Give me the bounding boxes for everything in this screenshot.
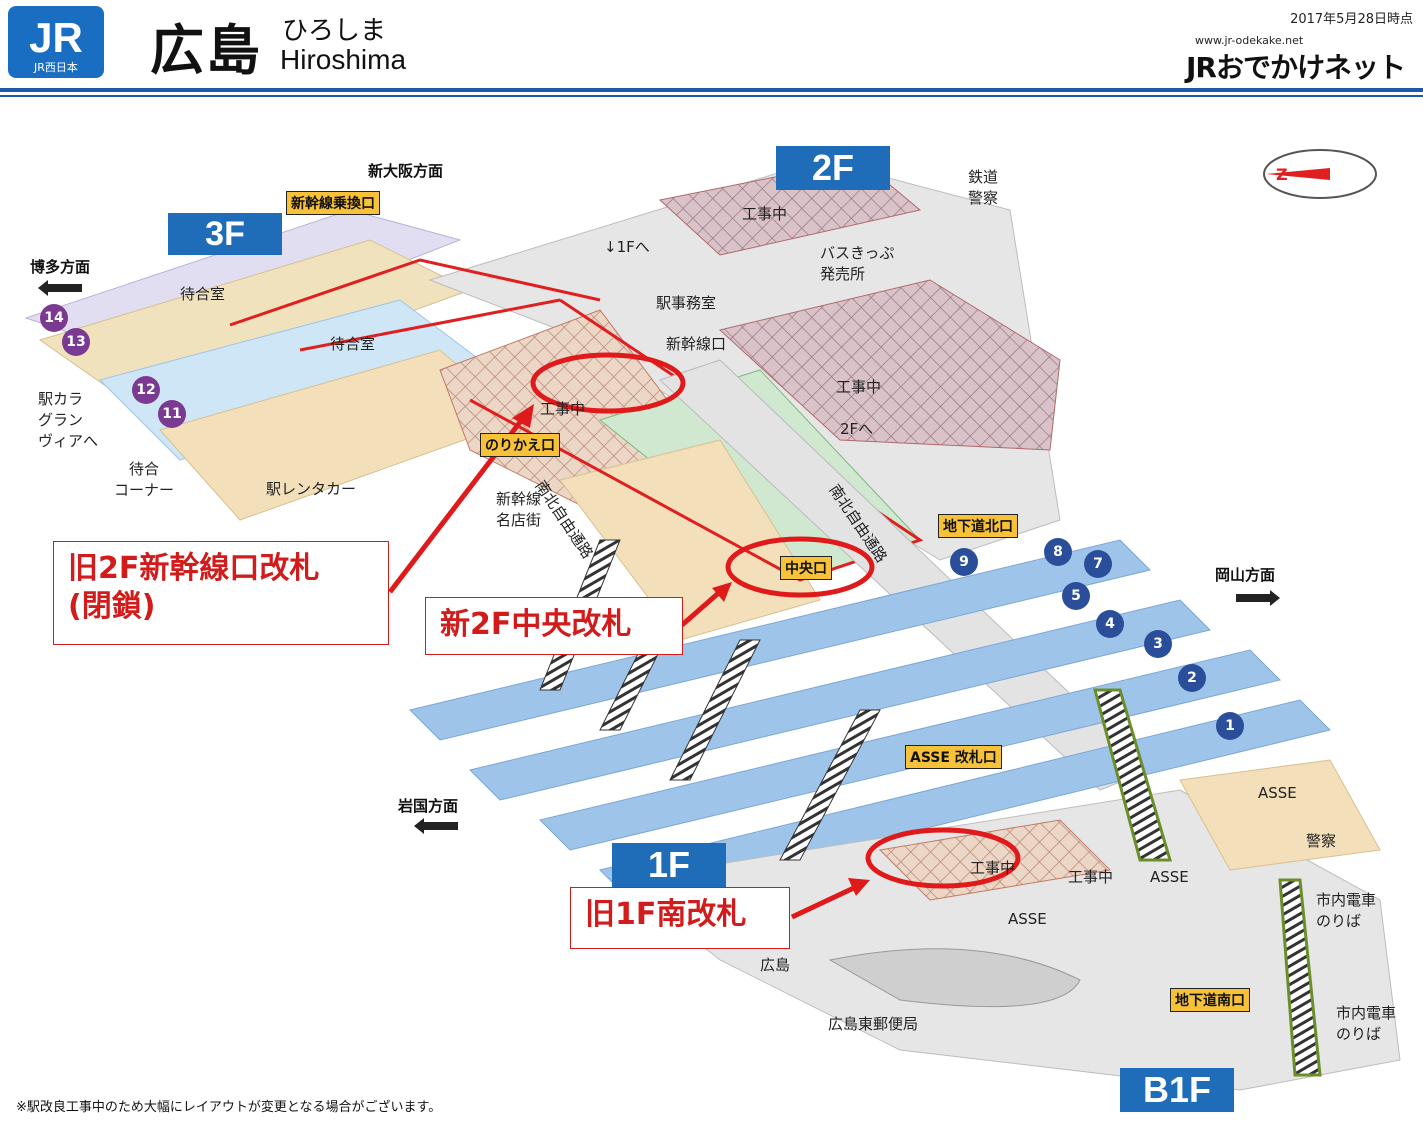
tag-south-underpass: 地下道南口: [1170, 988, 1250, 1012]
east-escalator: [1093, 688, 1173, 862]
south-escalator: [1278, 878, 1322, 1077]
stairs-3: [669, 639, 761, 781]
label-hiroshima: 広島: [760, 956, 791, 974]
station-name-en: Hiroshima: [280, 44, 407, 75]
bus-loop: [828, 948, 1081, 1008]
label-construction-1f: 工事中: [970, 859, 1016, 877]
label-asse-2: ASSE: [1150, 868, 1189, 886]
direction-iwakuni: 岩国方面: [398, 797, 459, 815]
header: JR JR西日本 広島 ひろしま Hiroshima 2017年5月28日時点 …: [0, 0, 1423, 92]
platform-strip-2: [469, 599, 1211, 801]
direction-okayama-arrow: [1236, 590, 1280, 606]
arrow-old-1f: [790, 883, 860, 920]
tag-norikae-gate: のりかえ口: [480, 433, 560, 457]
label-rent-a-car: 駅レンタカー: [266, 480, 357, 498]
asse-block: [1179, 759, 1381, 871]
track-9: 9: [950, 548, 978, 576]
highlight-old-2f-gate: [530, 352, 686, 414]
label-asse-3: ASSE: [1008, 910, 1047, 928]
track-5: 5: [1062, 582, 1090, 610]
floor-badge-b1f: B1F: [1120, 1068, 1234, 1112]
label-to-2f: 2Fへ: [840, 420, 874, 438]
platform-strip-1: [409, 539, 1151, 741]
highlight-old-1f-south: [865, 827, 1021, 889]
track-3: 3: [1144, 630, 1172, 658]
jr-sub-text: JR西日本: [33, 60, 78, 74]
header-rule-thin: [0, 95, 1423, 97]
annotation-new-2f-central: 新2F中央改札: [425, 597, 683, 655]
label-station-office: 駅事務室: [656, 294, 717, 312]
label-waiting-corner: 待合 コーナー: [114, 460, 175, 499]
label-construction-1f-b: 工事中: [1068, 868, 1114, 886]
label-police: 警察: [1306, 832, 1337, 850]
station-name-jp: 広島: [150, 19, 262, 82]
track-12: 12: [132, 376, 160, 404]
label-construction-2f-west: 工事中: [540, 400, 586, 418]
track-4: 4: [1096, 610, 1124, 638]
floor-badge-2f: 2F: [776, 146, 890, 190]
label-bus-ticket: バスきっぷ 発売所: [820, 244, 895, 283]
footnote: ※駅改良工事中のため大幅にレイアウトが変更となる場合がございます。: [16, 1100, 442, 1115]
gate-line-c: [229, 258, 601, 327]
label-karagran: 駅カラ グラン ヴィアへ: [38, 390, 99, 450]
direction-iwakuni-arrow: [414, 818, 458, 834]
track-14: 14: [40, 304, 68, 332]
track-1: 1: [1216, 712, 1244, 740]
highlight-new-2f-central: [725, 536, 875, 598]
label-shinkansen-gate: 新幹線口: [666, 335, 727, 353]
label-construction-north: 工事中: [742, 205, 788, 223]
label-to-1f: ↓1Fへ: [604, 238, 650, 256]
brand-url: www.jr-odekake.net: [1195, 34, 1304, 47]
label-construction-2f-east: 工事中: [836, 378, 882, 396]
label-city-tram-2: 市内電車 のりば: [1336, 1004, 1397, 1043]
direction-hakata: 博多方面: [30, 258, 91, 276]
stairs-4: [779, 709, 881, 861]
track-13: 13: [62, 328, 90, 356]
direction-shin-osaka: 新大阪方面: [368, 162, 444, 180]
header-rule: [0, 88, 1423, 92]
track-11: 11: [158, 400, 186, 428]
compass-needle: [1266, 168, 1330, 180]
brand-logo: JRおでかけネット: [1186, 51, 1406, 84]
tag-central-gate: 中央口: [780, 556, 832, 580]
label-east-post-office: 広島東郵便局: [828, 1015, 919, 1033]
svg-text:Z: Z: [1276, 165, 1288, 184]
track-7: 7: [1084, 550, 1112, 578]
arrow-new-2f: [680, 588, 724, 627]
date-note: 2017年5月28日時点: [1290, 12, 1413, 27]
construction-zone-2f-east: [718, 279, 1061, 451]
svg-text:JR: JR: [29, 14, 83, 61]
label-waiting-room-2f: 待合室: [330, 335, 376, 353]
jr-west-logo: JR JR西日本: [8, 6, 104, 78]
tag-shinkansen-transfer: 新幹線乗換口: [286, 191, 380, 215]
annotation-old-1f-south: 旧1F南改札: [570, 887, 790, 949]
floor-badge-1f: 1F: [612, 843, 726, 887]
station-name-kana: ひろしま: [282, 16, 387, 46]
tag-north-underpass: 地下道北口: [938, 514, 1018, 538]
track-2: 2: [1178, 664, 1206, 692]
label-city-tram-1: 市内電車 のりば: [1316, 891, 1377, 930]
track-8: 8: [1044, 538, 1072, 566]
direction-hakata-arrow: [38, 280, 82, 296]
gate-line-b: [299, 298, 561, 352]
label-meitengai: 新幹線 名店街: [496, 490, 542, 529]
label-waiting-room-3f: 待合室: [180, 285, 226, 303]
floor-badge-3f: 3F: [168, 213, 282, 255]
tag-asse-gate: ASSE 改札口: [905, 745, 1002, 769]
label-railway-police: 鉄道 警察: [968, 168, 999, 207]
annotation-old-2f-gate: 旧2F新幹線口改札 (閉鎖): [53, 541, 389, 645]
label-asse-1: ASSE: [1258, 784, 1297, 802]
direction-okayama: 岡山方面: [1215, 566, 1276, 584]
